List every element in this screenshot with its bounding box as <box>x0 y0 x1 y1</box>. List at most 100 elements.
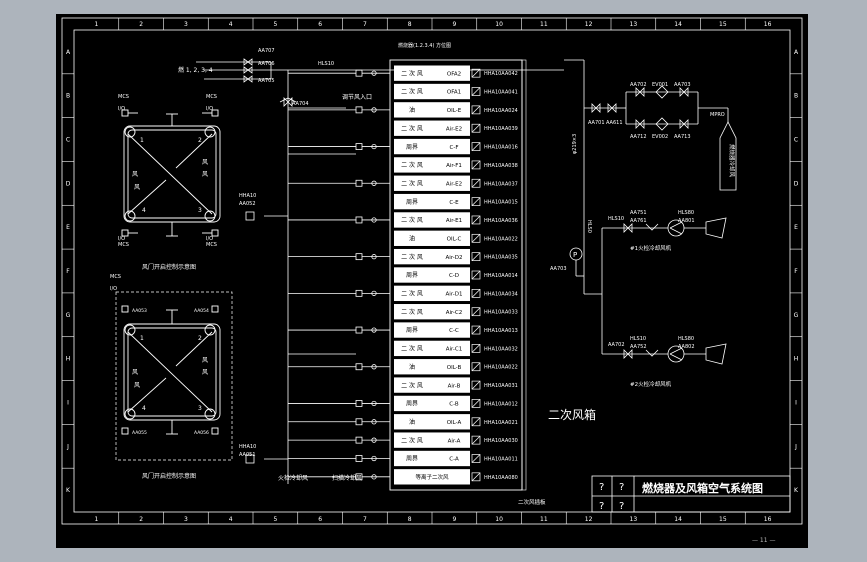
damper-box <box>471 399 481 408</box>
hls10a-label: HLS10 <box>608 216 624 222</box>
branch-lines <box>288 69 390 481</box>
aa712-label: AA712 <box>630 134 647 140</box>
door2-caption: 风门开启控制示意图 <box>142 472 196 480</box>
row-name: 周界 <box>406 272 418 279</box>
drawing-title: 燃烧器及风箱空气系统图 <box>641 481 763 495</box>
door2-tag-2: AA054 <box>194 308 209 314</box>
fan1-caption: #1火检冷却风机 <box>630 244 672 252</box>
row-name-cell <box>394 377 470 393</box>
row-label-right: B <box>794 93 798 100</box>
column-label-top: 6 <box>318 21 322 28</box>
air-system-diagram: 1122334455667788991010111112121313141415… <box>61 17 803 544</box>
damper-box <box>471 288 481 298</box>
door-diagram-2 <box>121 305 221 435</box>
title-mark-2: ? <box>619 482 624 493</box>
column-label-top: 14 <box>674 21 682 28</box>
hls80a-label: HLS80 <box>678 210 694 216</box>
row-code: Air-C2 <box>446 310 463 316</box>
title-mark-1: ? <box>599 482 604 493</box>
row-name: 油 <box>409 106 415 114</box>
vertical-label: 燃烧器冷却风 <box>728 144 736 178</box>
aa801-label: AA801 <box>678 218 695 224</box>
door2-dashed-box <box>115 291 233 461</box>
door1-io-3: I/O <box>118 236 125 242</box>
damper-tag: HHA10AA021 <box>484 420 518 426</box>
row-name: 二 次 风 <box>401 253 423 261</box>
door1-side-1: 风 <box>132 171 138 178</box>
row-name: 周界 <box>406 327 418 334</box>
column-label-bottom: 9 <box>452 516 456 523</box>
damper-tag: HHA10AA016 <box>484 145 518 151</box>
damper-tag: HHA10AA039 <box>484 126 518 132</box>
row-name-cell <box>394 414 470 430</box>
row-code: Air-D2 <box>446 255 463 261</box>
row-name-cell <box>394 359 470 375</box>
damper-tag: HHA10AA030 <box>484 438 518 444</box>
damper-box <box>471 435 481 445</box>
row-label-right: J <box>794 443 797 450</box>
door2-num-1: 1 <box>140 335 144 342</box>
aa704-label: AA704 <box>292 101 309 107</box>
row-code: C-F <box>450 145 459 151</box>
row-name: 周界 <box>406 199 418 206</box>
damper-tag: HHA10AA012 <box>484 401 518 407</box>
row-code: C-A <box>449 457 459 463</box>
column-label-bottom: 1 <box>94 516 98 523</box>
column-label-top: 16 <box>764 21 772 28</box>
row-name-cell <box>394 248 470 265</box>
row-label-right: I <box>795 399 797 406</box>
row-label-left: B <box>66 93 70 100</box>
column-label-bottom: 11 <box>540 516 548 523</box>
row-name-cell <box>394 395 470 412</box>
row-name-cell <box>394 450 470 467</box>
door1-io-1: I/O <box>118 106 125 112</box>
door2-side-2: 风 <box>202 357 208 364</box>
damper-tag: HHA10AA036 <box>484 218 518 224</box>
row-code: Air-E2 <box>446 126 462 132</box>
door2-side-1: 风 <box>132 369 138 376</box>
row-name: 二 次 风 <box>401 345 423 353</box>
row-label-left: D <box>66 180 71 187</box>
damper-tag: HHA10AA035 <box>484 255 518 261</box>
damper-tag: HHA10AA013 <box>484 328 518 334</box>
damper-tag: HHA10AA015 <box>484 200 518 206</box>
row-name: 二 次 风 <box>401 179 423 187</box>
hls-vertical-label: HLS0 <box>586 220 592 233</box>
damper-box <box>471 325 481 335</box>
aa611-label: AA611 <box>606 120 623 126</box>
mpro-label: MPRO <box>710 112 725 118</box>
door1-mcs-4: MCS <box>206 242 217 248</box>
row-code: Air-E2 <box>446 181 462 187</box>
damper-tag: HHA10AA011 <box>484 456 518 462</box>
row-name-cell <box>394 175 470 191</box>
damper-tag: HHA10AA042 <box>484 71 518 77</box>
damper-tag: HHA10AA038 <box>484 163 518 169</box>
ev002-label: EV002 <box>652 134 668 140</box>
door2-tag-1: AA053 <box>132 308 147 314</box>
damper-tag: HHA10AA080 <box>484 475 518 481</box>
row-label-left: I <box>67 399 69 406</box>
row-name-cell <box>394 304 470 320</box>
door2-tag-3: AA055 <box>132 430 147 436</box>
row-label-right: C <box>794 137 798 144</box>
row-name: 二 次 风 <box>401 436 423 444</box>
fan2-caption: #2火检冷却风机 <box>630 380 672 388</box>
damper-box <box>471 362 481 372</box>
row-name: 二 次 风 <box>401 290 423 298</box>
burner-numbers-label: 燃 1, 2, 3, 4 <box>178 66 213 74</box>
fire-detect-label: 火检冷却风 <box>278 474 308 482</box>
aa751-label: AA751 <box>630 210 647 216</box>
aa703-label: AA703 <box>674 82 691 88</box>
